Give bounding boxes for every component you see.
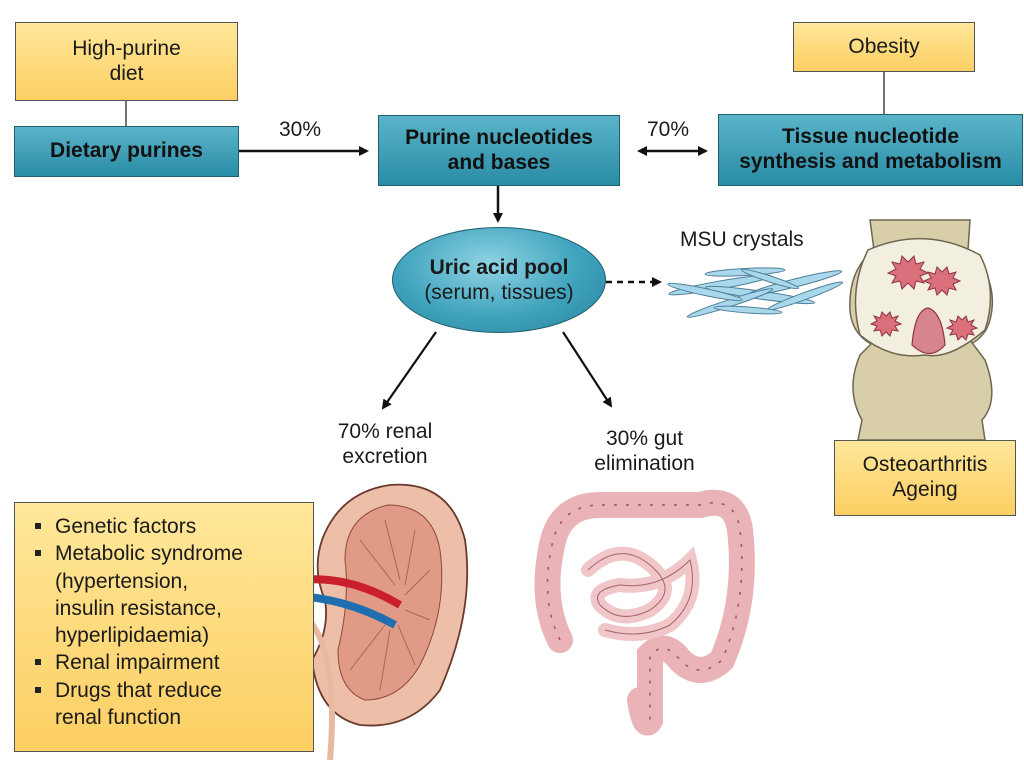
high-purine-diet-box: High-purine diet [15,22,238,101]
obesity-box: Obesity [793,22,975,72]
dietary-purines-box: Dietary purines [14,126,239,177]
risk-factor-item: Drugs that reduce renal function [35,677,305,732]
gut-elimination-label: 30% gut elimination [594,427,695,475]
risk-factor-subtext: hyperlipidaemia) [55,624,210,648]
osteoarthritis-ageing-box: Osteoarthritis Ageing [834,440,1016,516]
risk-factor-text: Drugs that reduce [55,678,222,702]
renal-excretion-label: 70% renal excretion [337,420,433,468]
tissue-nucleotide-box: Tissue nucleotide synthesis and metaboli… [718,114,1023,186]
msu-crystals-label: MSU crystals [680,228,804,251]
risk-factor-subtext: renal function [55,706,182,730]
risk-factor-subtext: (hypertension, [55,569,189,593]
risk-factor-item: Metabolic syndrome (hypertension, insulin … [35,540,305,649]
risk-factor-item: Renal impairment [35,649,305,676]
tissue-percent-label: 70% [647,118,690,141]
risk-factor-item: Genetic factors [35,513,305,540]
pool-to-gut-arrow [562,331,613,408]
uric-acid-pool: Uric acid pool (serum, tissues) [392,227,606,333]
risk-factor-text: Metabolic syndrome [55,542,243,566]
dietary-percent-label: 30% [279,118,322,141]
risk-factor-text: Renal impairment [55,651,220,675]
purine-nucleotides-box: Purine nucleotides and bases [378,115,620,186]
uric-acid-pool-subtitle: (serum, tissues) [424,281,574,304]
risk-factor-text: Genetic factors [55,515,197,538]
uric-acid-pool-title: Uric acid pool [429,255,569,279]
pool-to-renal-arrow [381,331,437,410]
risk-factor-subtext: insulin resistance, [55,596,222,620]
